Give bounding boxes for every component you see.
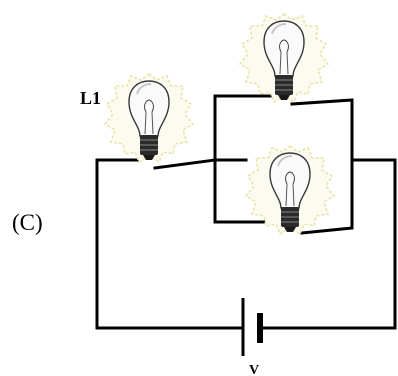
bulb-l1 (104, 73, 194, 163)
battery (241, 298, 263, 356)
circuit-wires (95, 94, 397, 330)
source-label: V (249, 363, 259, 376)
bulb-l1-label: L1 (80, 88, 101, 108)
wire-l1-to-branch (153, 158, 217, 170)
wire-top-branch-right (290, 98, 354, 162)
wire-branch-left (213, 94, 287, 224)
wire-bottom-branch (260, 158, 397, 330)
wire-left (95, 158, 242, 330)
bulb-top (239, 13, 329, 103)
option-label: (C) (12, 210, 43, 235)
